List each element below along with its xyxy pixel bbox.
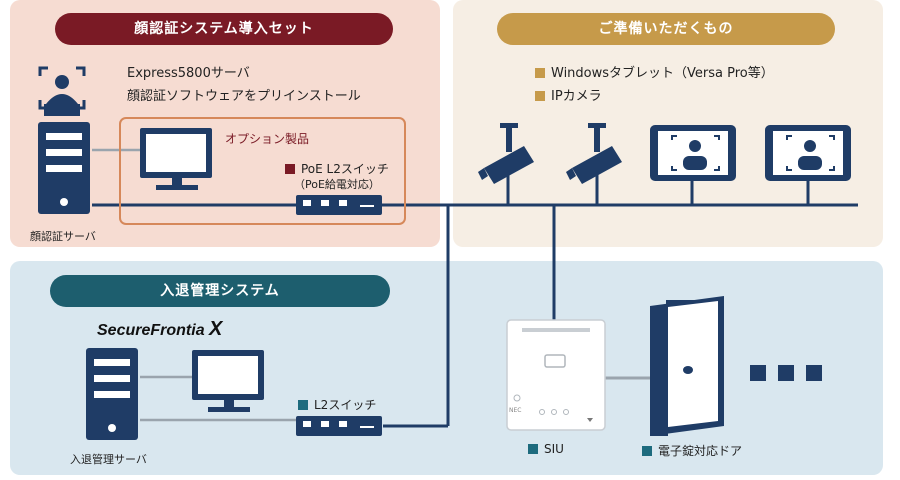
monitor-icon [192, 350, 264, 412]
access-title: 入退管理システム [50, 275, 390, 307]
secure-frontia-logo: SecureFrontia X [97, 318, 223, 340]
switch-icon [296, 416, 382, 436]
poe-switch-sublabel: （PoE給電対応） [294, 178, 380, 191]
switch-icon [296, 195, 382, 215]
prep-title: ご準備いただくもの [497, 13, 835, 45]
legend-square [535, 68, 545, 78]
face-set-desc-line1: Express5800サーバ [127, 66, 250, 81]
option-label: オプション製品 [225, 132, 310, 146]
monitor-icon [140, 128, 212, 190]
ip-camera-icon [566, 123, 622, 184]
option-box [119, 117, 406, 225]
legend-square [298, 400, 308, 410]
ip-camera-icon [478, 123, 534, 184]
legend-square [535, 91, 545, 101]
door-label: 電子錠対応ドア [642, 442, 742, 459]
tablet-face-icon [650, 125, 736, 181]
l2-switch-label: L2スイッチ [298, 396, 376, 413]
siu-brand: NEC [509, 407, 522, 414]
siu-device-icon [506, 319, 606, 431]
face-set-title: 顔認証システム導入セット [55, 13, 393, 45]
legend-square [642, 446, 652, 456]
access-server-label: 入退管理サーバ [70, 453, 147, 466]
siu-label: SIU [528, 442, 564, 456]
server-icon [38, 122, 90, 214]
face-scan-icon [38, 66, 86, 116]
ellipsis-icon [750, 365, 822, 381]
tablet-face-icon [765, 125, 851, 181]
prep-item-tablet: Windowsタブレット（Versa Pro等） [535, 62, 774, 81]
door-icon [650, 296, 724, 436]
legend-square [528, 444, 538, 454]
face-server-label: 顔認証サーバ [30, 230, 96, 243]
face-set-desc-line2: 顔認証ソフトウェアをプリインストール [127, 89, 361, 104]
prep-item-camera: IPカメラ [535, 85, 602, 104]
server-icon [86, 348, 138, 440]
legend-square [285, 164, 295, 174]
poe-switch-label: PoE L2スイッチ [285, 160, 389, 177]
